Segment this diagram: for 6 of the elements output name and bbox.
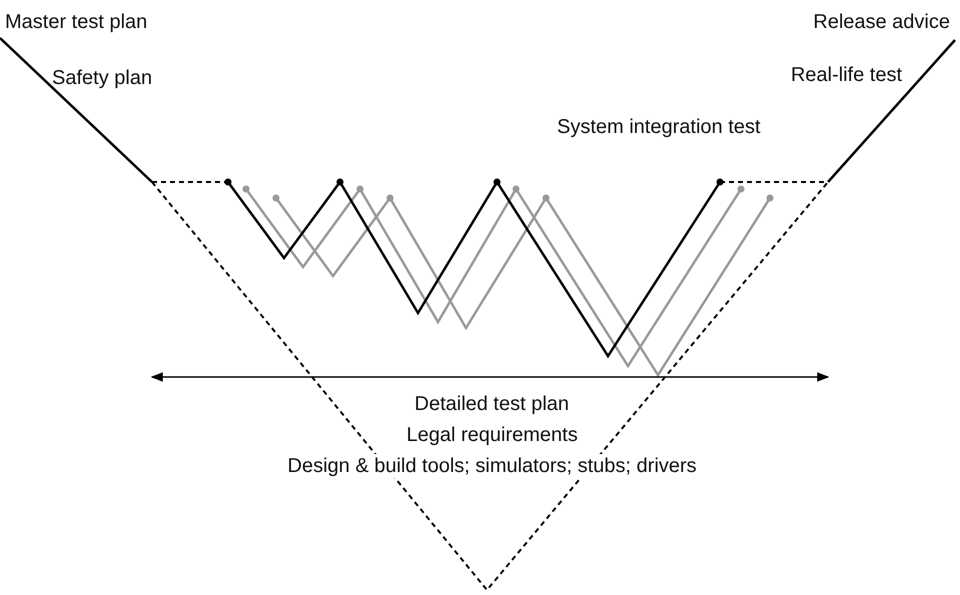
advice-label: Release advice <box>813 10 950 34</box>
test-label: Real-life test <box>790 63 902 87</box>
tools-label: Design & build tools; simulators; stubs; drivers <box>288 454 697 478</box>
plan-label: Master test plan <box>5 10 148 34</box>
plan-label: Safety plan <box>52 66 152 90</box>
test-label: System integration test <box>557 115 760 139</box>
